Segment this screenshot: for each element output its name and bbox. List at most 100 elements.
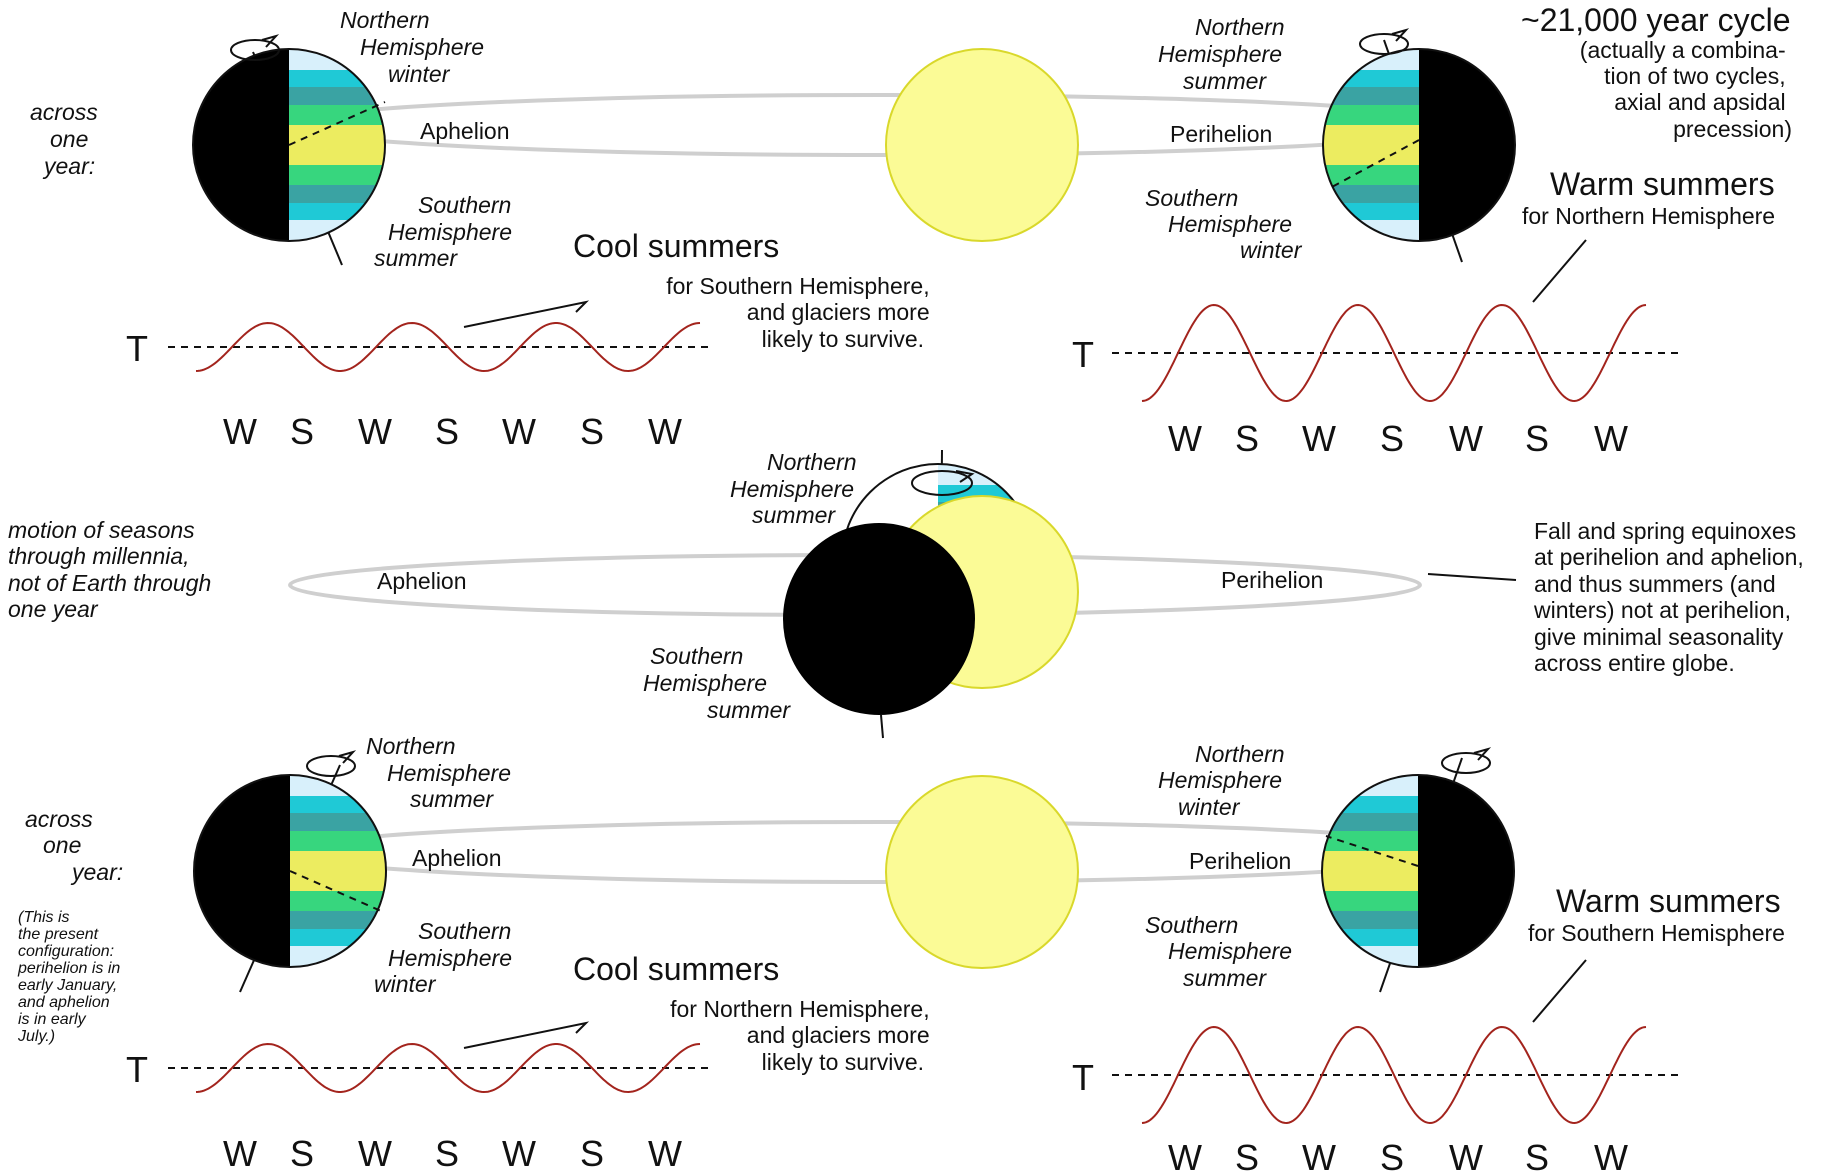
season-label: W bbox=[648, 1133, 682, 1172]
night-side bbox=[193, 49, 289, 241]
climate-band bbox=[1323, 105, 1419, 125]
middle-motion-caption: motion of seasons through millennia, not… bbox=[8, 517, 218, 622]
top-left-north-label: Northern Hemisphere winter bbox=[340, 7, 490, 87]
top-across-year-caption: across one year: bbox=[30, 99, 104, 179]
rotation-arrow-icon bbox=[338, 750, 357, 764]
cycle-note: (actually a combina- tion of two cycles,… bbox=[1580, 37, 1792, 142]
season-label: W bbox=[648, 411, 682, 452]
season-label: W bbox=[1168, 418, 1202, 459]
temperature-curve-bottom-left bbox=[195, 1042, 701, 1094]
season-label: W bbox=[223, 411, 257, 452]
climate-band bbox=[289, 105, 385, 125]
bottom-cool-summers-title: Cool summers bbox=[573, 951, 779, 987]
middle-north-label: Northern Hemisphere summer bbox=[730, 449, 863, 528]
climate-band bbox=[289, 185, 385, 203]
earth-bottom-left bbox=[193, 750, 387, 993]
climate-bands bbox=[1322, 775, 1418, 967]
season-label: W bbox=[1302, 418, 1336, 459]
temperature-curve-top-left bbox=[195, 321, 701, 373]
top-perihelion-label: Perihelion bbox=[1170, 121, 1272, 147]
bottom-right-north-label: Northern Hemisphere winter bbox=[1158, 741, 1291, 820]
season-label: W bbox=[1594, 1137, 1628, 1172]
climate-band bbox=[938, 464, 1034, 485]
night-side bbox=[1418, 775, 1514, 967]
climate-band bbox=[290, 929, 386, 946]
climate-band bbox=[1322, 851, 1418, 891]
season-label: S bbox=[1380, 1137, 1404, 1172]
climate-band bbox=[1322, 911, 1418, 929]
climate-band bbox=[1323, 185, 1419, 203]
rotation-arrow-icon bbox=[955, 470, 975, 483]
season-label: S bbox=[290, 411, 314, 452]
season-label: S bbox=[580, 1133, 604, 1172]
bottom-across-year-caption: across one year: bbox=[25, 806, 123, 885]
top-warm-summers-title: Warm summers bbox=[1550, 166, 1775, 202]
cycle-title: ~21,000 year cycle bbox=[1521, 2, 1791, 38]
climate-band bbox=[1323, 70, 1419, 87]
climate-band bbox=[1322, 796, 1418, 813]
top-left-south-label: Southern Hemisphere summer bbox=[374, 192, 518, 271]
season-label: W bbox=[1449, 418, 1483, 459]
climate-band bbox=[289, 70, 385, 87]
top-cool-summers-note: for Southern Hemisphere, and glaciers mo… bbox=[666, 273, 936, 352]
climate-band bbox=[1322, 946, 1418, 967]
night-side bbox=[1419, 49, 1515, 241]
season-label: S bbox=[1235, 1137, 1259, 1172]
earth-top-right bbox=[1322, 28, 1516, 263]
climate-band bbox=[290, 851, 386, 891]
climate-band bbox=[1322, 831, 1418, 851]
bottom-cool-summers-note: for Northern Hemisphere, and glaciers mo… bbox=[670, 996, 936, 1075]
climate-band bbox=[289, 165, 385, 185]
top-right-temperature-label: T bbox=[1072, 334, 1094, 375]
climate-band bbox=[290, 775, 386, 796]
climate-band bbox=[289, 87, 385, 105]
climate-band bbox=[1323, 165, 1419, 185]
bottom-right-south-label: Southern Hemisphere summer bbox=[1145, 912, 1298, 991]
earth-top-left bbox=[192, 34, 386, 266]
climate-band bbox=[290, 796, 386, 813]
bottom-left-south-label: Southern Hemisphere winter bbox=[374, 918, 518, 997]
season-label: W bbox=[502, 411, 536, 452]
bottom-warm-summers-title: Warm summers bbox=[1556, 883, 1781, 919]
top-warm-summers-note: for Northern Hemisphere bbox=[1522, 203, 1775, 229]
season-label: S bbox=[1235, 418, 1259, 459]
bottom-aphelion-label: Aphelion bbox=[412, 845, 502, 871]
season-label: W bbox=[502, 1133, 536, 1172]
climate-band bbox=[289, 203, 385, 220]
top-right-north-label: Northern Hemisphere summer bbox=[1158, 14, 1291, 94]
climate-band bbox=[290, 911, 386, 929]
season-label: W bbox=[1168, 1137, 1202, 1172]
rotation-arrow-icon bbox=[261, 34, 280, 48]
season-label: W bbox=[1594, 418, 1628, 459]
earth-bottom-right bbox=[1321, 747, 1515, 993]
bottom-left-temperature-label: T bbox=[126, 1049, 148, 1090]
bottom-left-north-label: Northern Hemisphere summer bbox=[366, 733, 517, 812]
season-label: S bbox=[290, 1133, 314, 1172]
rotation-arrow-icon bbox=[1473, 747, 1492, 761]
climate-band bbox=[1322, 929, 1418, 946]
temperature-curve-top-right bbox=[1141, 303, 1647, 403]
climate-band bbox=[290, 891, 386, 911]
middle-aphelion-label: Aphelion bbox=[377, 568, 467, 594]
climate-band bbox=[289, 220, 385, 241]
top-right-south-label: Southern Hemisphere winter bbox=[1145, 185, 1303, 263]
climate-band bbox=[1322, 813, 1418, 831]
climate-band bbox=[290, 831, 386, 851]
season-label: W bbox=[1449, 1137, 1483, 1172]
climate-band bbox=[1323, 87, 1419, 105]
season-label: S bbox=[435, 1133, 459, 1172]
season-label: W bbox=[358, 1133, 392, 1172]
climate-band bbox=[289, 125, 385, 165]
top-left-temperature-label: T bbox=[126, 328, 148, 369]
night-side bbox=[194, 775, 290, 967]
season-label: S bbox=[435, 411, 459, 452]
temperature-curve-bottom-right bbox=[1141, 1025, 1647, 1125]
middle-perihelion-label: Perihelion bbox=[1221, 567, 1323, 593]
sun-bottom bbox=[885, 775, 1079, 969]
earth-middle-front-disk bbox=[783, 523, 975, 715]
